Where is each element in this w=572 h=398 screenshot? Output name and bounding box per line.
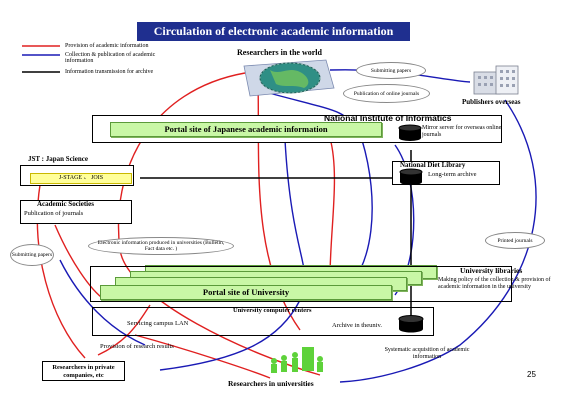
long-term-archive-label: Long-term archive (428, 171, 477, 178)
univ-libraries-label: University libraries (460, 266, 523, 275)
legend-swatches (22, 45, 60, 73)
ndl-label: National Diet Library (400, 161, 466, 169)
building-icon (473, 65, 519, 95)
mirror-server-icon (398, 124, 422, 141)
researchers-group-icon (271, 347, 323, 373)
academic-societies-label: Academic Societies (37, 200, 94, 208)
globe-icon (243, 59, 335, 97)
computer-centers-label: University computer centers (233, 307, 312, 314)
systematic-label: Systematic acquisition of academic infor… (384, 347, 470, 360)
ndl-archive-icon (399, 168, 423, 185)
red-line-private-univ (97, 304, 151, 356)
page-number: 25 (527, 370, 536, 379)
servicing-lan-label: Servicing campus LAN (127, 320, 189, 327)
red-line-portal-univ (329, 137, 336, 279)
research-results-label: Provision of research results (100, 343, 174, 350)
slide-title: Circulation of electronic academic infor… (137, 22, 410, 41)
researchers-world-label: Researchers in the world (237, 48, 322, 57)
jstage-badge: J-STAGE 、 JOIS (30, 173, 132, 184)
oval-publication-online: Publication of online journals (343, 84, 430, 103)
policy-label: Making policy of the collection & provis… (438, 277, 551, 290)
legend-label-archive: Information transmission for archive (65, 69, 154, 75)
oval-electronic-info: Electronic information produced in unive… (88, 237, 234, 255)
nii-label: National Institute of Informatics (324, 113, 452, 123)
academic-societies-box (20, 200, 132, 224)
red-line-results (134, 334, 271, 379)
computer-centers-box (92, 307, 434, 336)
researchers-univ-label: Researchers in universities (228, 379, 314, 388)
blue-line-publishers-univ (339, 99, 537, 383)
blue-line-portal-univ-a (284, 139, 306, 279)
publishers-overseas-label: Publishers overseas (462, 98, 521, 106)
researchers-private-box: Researchers in private companies, etc (42, 361, 125, 381)
jst-label: JST : Japan Science (28, 155, 88, 163)
mirror-server-label: Mirror server for overseas online journa… (422, 125, 502, 138)
publication-journals-label: Publication of journals (24, 210, 84, 217)
oval-printed-journals: Printed journals (485, 232, 545, 249)
portal-univ-box: Portal site of University (100, 285, 392, 300)
legend: Provision of academic information Collec… (20, 42, 220, 78)
legend-label-collection: Collection & publication of academic inf… (65, 52, 156, 64)
blue-line-univ-private (159, 299, 301, 371)
legend-label-provision: Provision of academic information (65, 43, 149, 49)
univ-archive-icon (398, 315, 424, 333)
oval-submitting-top: Submitting papers (356, 62, 426, 79)
blue-line-societies-private (59, 259, 146, 346)
oval-submitting-left: Submitting papers (10, 244, 54, 266)
archive-univ-label: Archive in theuniv. (332, 322, 382, 329)
univ-outer-box (90, 266, 512, 302)
portal-japan-box: Portal site of Japanese academic informa… (110, 122, 382, 137)
